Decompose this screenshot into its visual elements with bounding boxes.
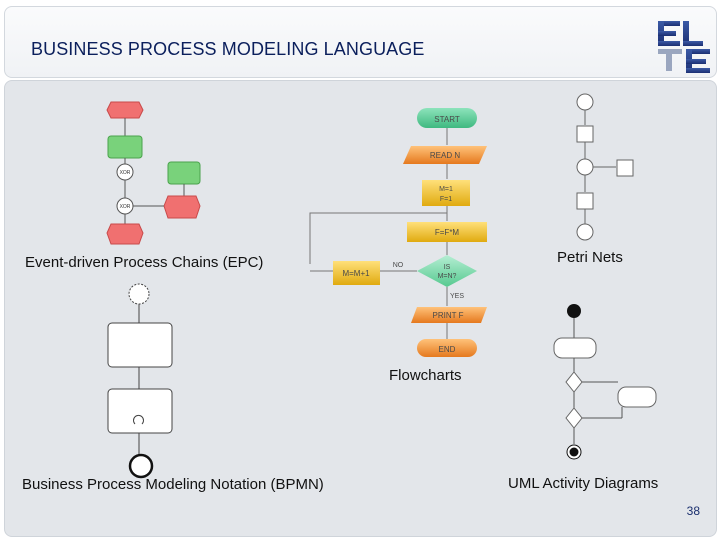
flow-decision-text: M=N? [438,273,457,280]
bpmn-end-event [128,453,154,479]
bpmn-diagram [105,279,180,479]
flow-init-text: F=1 [440,196,452,203]
flow-yes-label: YES [450,293,464,300]
epc-event-shape [106,223,144,245]
flow-init-shape [422,180,470,206]
flow-start-text: START [434,115,460,124]
epc-diagram: XOR XOR [105,96,205,254]
flow-multiply-shape [407,222,487,242]
slide-title: BUSINESS PROCESS MODELING LANGUAGE [31,39,425,59]
svg-text:XOR: XOR [120,204,131,210]
petri-place [576,158,594,176]
flow-increment-shape [333,261,380,285]
uml-action [617,386,657,408]
uml-merge [565,407,583,429]
flow-end-text: END [439,345,456,354]
flow-start-shape [417,108,477,128]
petri-place [576,93,594,111]
uml-initial-node [567,304,581,318]
epc-event-shape [106,101,144,119]
elte-logo [658,21,710,73]
flow-multiply-text: F=F*M [435,228,460,237]
petri-net-diagram [565,91,645,251]
flow-read-shape [403,146,487,164]
petri-transition [616,159,634,177]
page-number: 38 [686,504,700,518]
epc-event-shape [163,195,201,219]
bpmn-label: Business Process Modeling Notation (BPMN… [22,476,324,493]
epc-function-shape [107,135,143,159]
flow-decision-text: IS [444,264,451,271]
petri-transition [576,192,594,210]
petri-place [576,223,594,241]
flow-no-label: NO [393,262,404,269]
petri-transition [576,125,594,143]
uml-label: UML Activity Diagrams [508,475,659,492]
flow-print-shape [411,307,487,323]
flow-print-text: PRINT F [433,311,464,320]
flow-init-text: M=1 [439,186,453,193]
flowcharts-label: Flowcharts [389,367,462,384]
uml-decision [565,371,583,393]
flow-read-text: READ N [430,151,460,160]
epc-function-shape [167,161,201,185]
uml-activity-diagram [550,296,660,466]
slide-header: BUSINESS PROCESS MODELING LANGUAGE [4,6,717,78]
epc-label: Event-driven Process Chains (EPC) [25,254,264,271]
flow-decision-shape [417,255,477,287]
flowchart-diagram: START READ N M=1 F=1 F=F*M IS M=N? NO [305,101,495,359]
svg-text:XOR: XOR [120,170,131,176]
uml-action [553,337,597,359]
flow-increment-text: M=M+1 [342,269,370,278]
bpmn-loop-task [107,388,173,434]
petri-nets-label: Petri Nets [557,249,623,266]
slide-content: XOR XOR Event-driven Process Chains (EPC… [4,80,717,537]
bpmn-start-event [128,283,150,305]
flow-end-shape [417,339,477,357]
bpmn-task [107,322,173,368]
